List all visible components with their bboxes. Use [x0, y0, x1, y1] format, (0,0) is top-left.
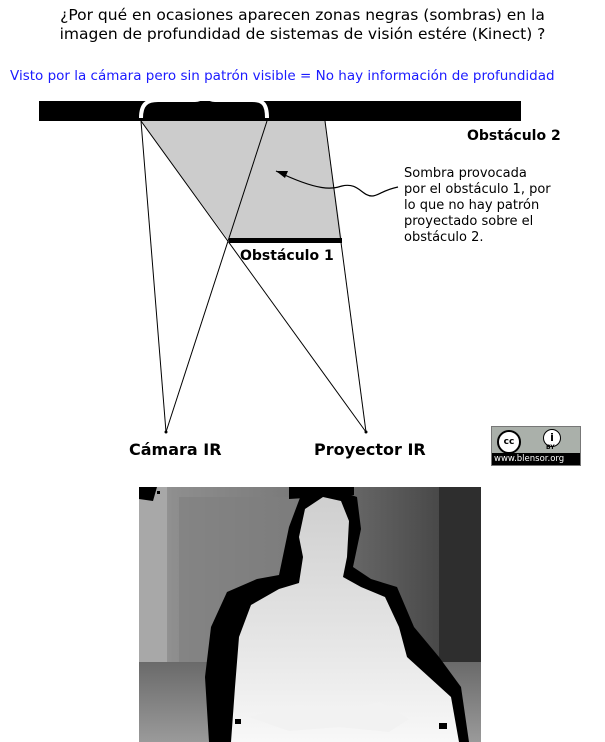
shadow-region: [141, 121, 342, 241]
camera-point: [165, 431, 168, 434]
obstacle-1-label: Obstáculo 1: [240, 248, 334, 264]
cc-icon: cc: [497, 430, 521, 454]
shadow-annotation-line: Sombra provocada: [404, 166, 551, 182]
projector-point: [365, 431, 368, 434]
depth-image: [139, 487, 481, 742]
projector-ray-right: [325, 121, 366, 432]
shadow-annotation: Sombra provocada por el obstáculo 1, por…: [404, 166, 551, 246]
depth-image-art: [139, 487, 481, 742]
cc-by-license-badge[interactable]: cc i BY www.blensor.org: [491, 426, 581, 466]
cc-by-text: BY: [546, 444, 555, 451]
shadow-annotation-line: lo que no hay patrón: [404, 198, 551, 214]
camera-label: Cámara IR: [129, 440, 222, 459]
obstacle-1: [229, 238, 342, 243]
shadow-annotation-line: por el obstáculo 1, por: [404, 182, 551, 198]
blensor-url: www.blensor.org: [494, 454, 564, 464]
shadow-annotation-line: obstáculo 2.: [404, 230, 551, 246]
obstacle-2: [39, 101, 521, 121]
cc-badge-top: cc i BY: [492, 427, 580, 453]
obstacle-2-label: Obstáculo 2: [467, 128, 561, 144]
projector-label: Proyector IR: [314, 440, 426, 459]
camera-ray-left: [141, 121, 166, 432]
shadow-annotation-line: proyectado sobre el: [404, 214, 551, 230]
